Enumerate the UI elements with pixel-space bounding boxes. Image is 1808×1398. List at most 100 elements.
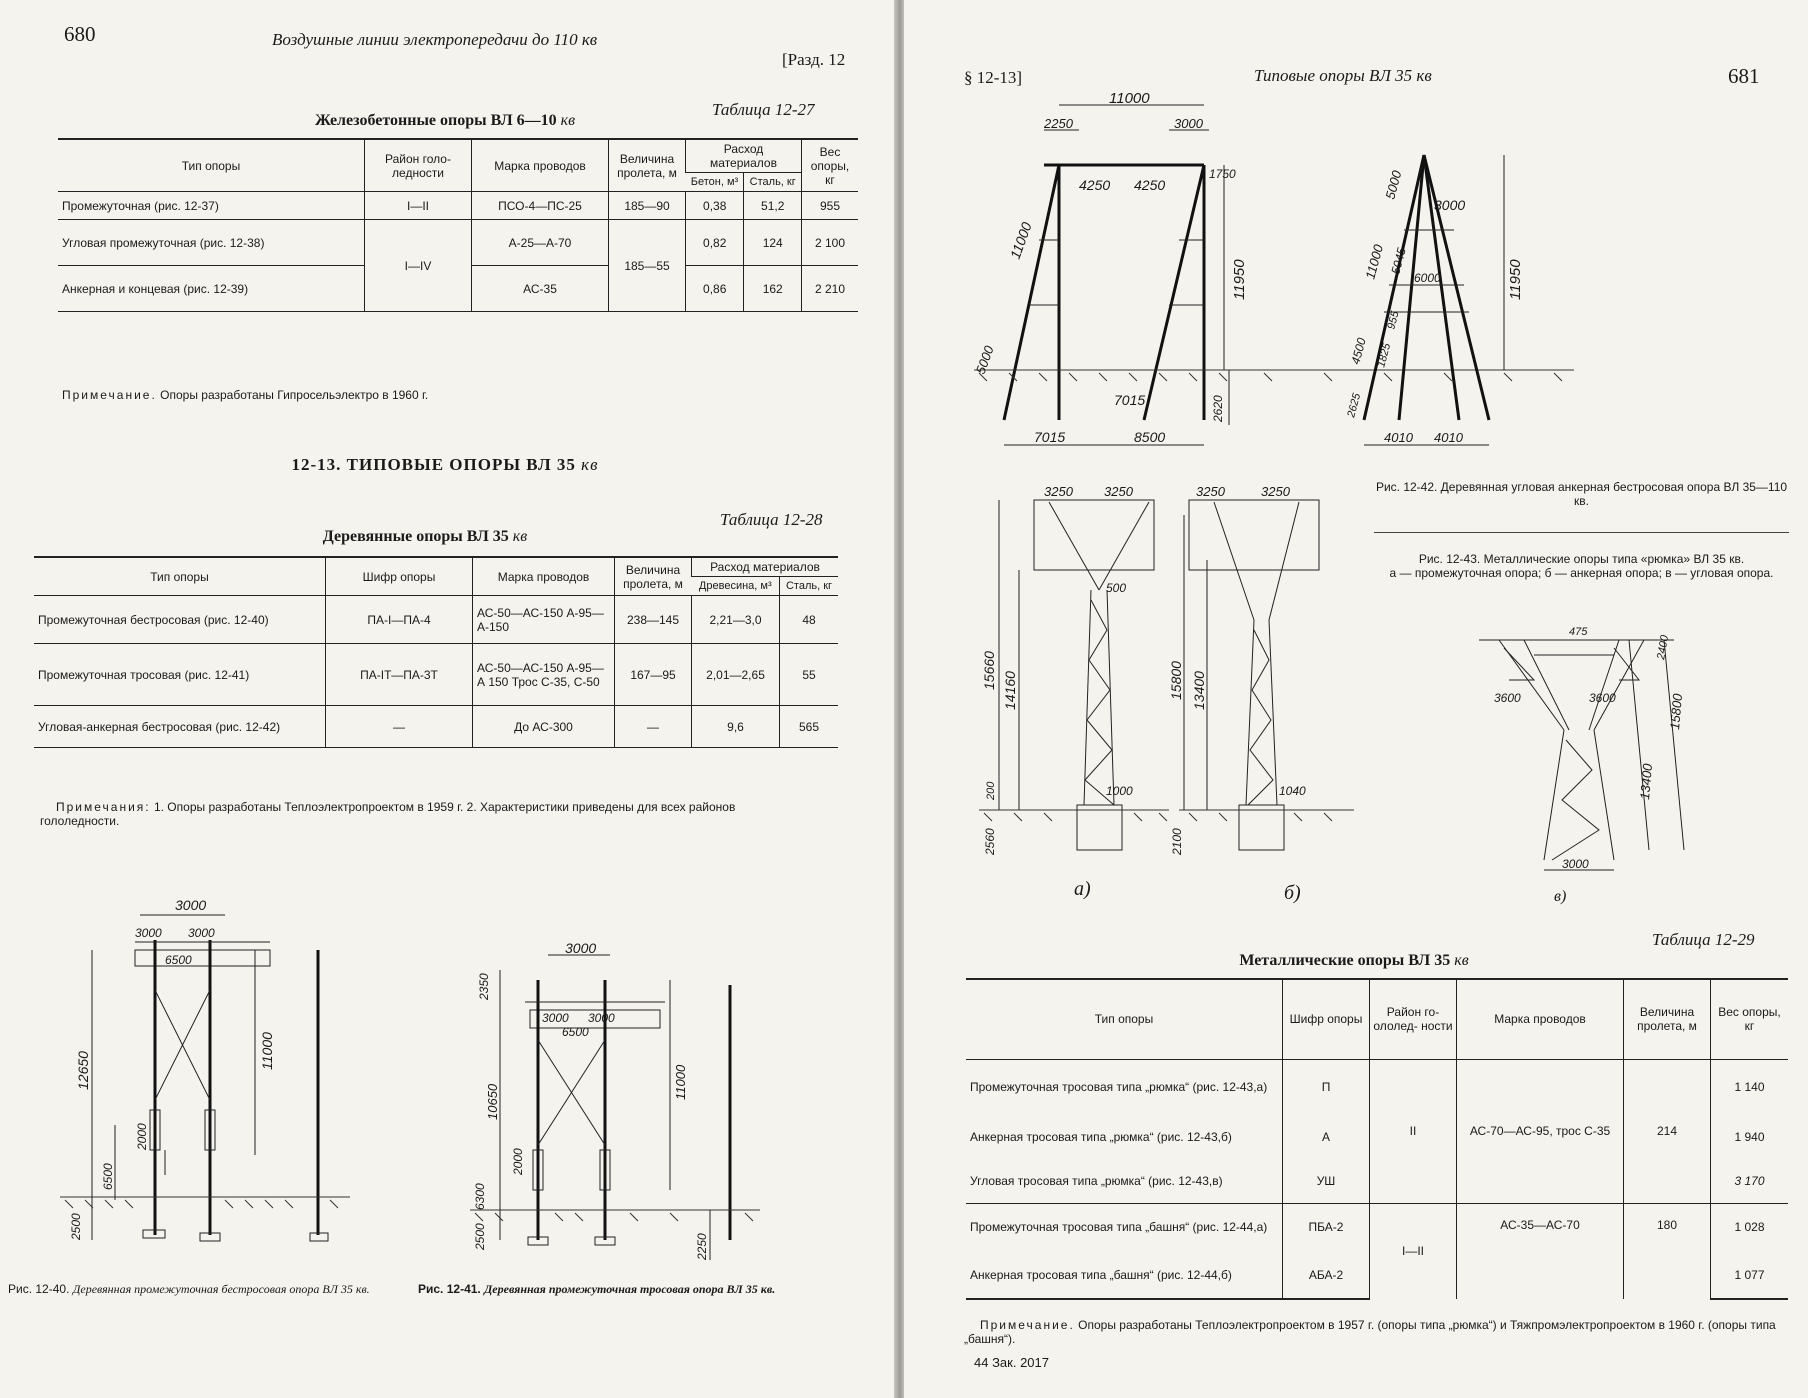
dim-label: 5000: [1382, 168, 1404, 201]
dim-label: 1000: [1106, 784, 1133, 798]
th-region: Район го-ололед- ности: [1369, 978, 1457, 1060]
dim-label: 12650: [75, 1051, 91, 1090]
dim-label: 14160: [1002, 671, 1018, 710]
dim-label: 5045: [1388, 246, 1409, 276]
figure-12-42-caption: Рис. 12-42. Деревянная угловая анкерная …: [1375, 480, 1788, 508]
page-footer: 44 Зак. 2017: [974, 1355, 1049, 1370]
table-row: Промежуточная (рис. 12-37) I—II ПСО-4—ПС…: [58, 191, 858, 220]
figure-12-40-caption: Рис. 12-40. Деревянная промежуточная бес…: [8, 1282, 370, 1296]
dim-label: 11000: [1109, 90, 1150, 107]
table-row: Угловая тросовая типа „рюмка“ (рис. 12-4…: [966, 1159, 1788, 1204]
dim-label: 475: [1569, 626, 1588, 638]
dim-label: 3000: [1434, 197, 1465, 213]
dim-label: 955: [1385, 309, 1402, 331]
dim-label: 1750: [1209, 167, 1236, 181]
dim-label: 13400: [1637, 762, 1655, 800]
tower-b-drawing: [1179, 499, 1354, 851]
figure-12-43-c-drawing: 475 2400 3600 3600 15800 13400 3000: [1479, 626, 1685, 871]
dim-label: 2400: [1655, 633, 1671, 661]
table-29: Тип опоры Шифр опоры Район го-ололед- но…: [966, 978, 1788, 1300]
th-consumption: Расход материалов: [685, 138, 802, 173]
dim-label: 4500: [1348, 336, 1369, 366]
th-steel: Сталь, кг: [779, 576, 838, 596]
dim-label: 7015: [1114, 392, 1145, 408]
table-27-title: Железобетонные опоры ВЛ 6—10 кв: [314, 112, 576, 129]
table-row: Анкерная тросовая типа „башня“ (рис. 12-…: [966, 1251, 1788, 1300]
dim-label: 3000: [188, 926, 215, 940]
dim-label: 2100: [1170, 828, 1184, 856]
table-27-label: Таблица 12-27: [712, 100, 815, 119]
pole-drawing: [974, 104, 1574, 446]
dim-label: 1040: [1279, 784, 1306, 798]
dim-label: 15800: [1667, 692, 1685, 730]
running-head-left: Воздушные линии электропередачи до 110 к…: [272, 30, 598, 49]
figure-12-42-drawing: 11000 2250 3000 4250 4250 1750 11000 119…: [973, 90, 1574, 446]
th-steel: Сталь, кг: [743, 172, 802, 192]
dim-label: 3250: [1196, 484, 1226, 499]
table-row: Промежуточная бестросовая (рис. 12-40) П…: [34, 595, 838, 644]
dim-label: 7015: [1034, 429, 1065, 445]
figure-12-43-caption: Рис. 12-43. Металлические опоры типа «рю…: [1389, 552, 1774, 580]
dim-label: 3000: [1562, 857, 1589, 871]
table-28-title: Деревянные опоры ВЛ 35 кв: [322, 528, 528, 545]
dim-label: 11950: [1231, 259, 1248, 300]
table-29-title: Металлические опоры ВЛ 35 кв: [1239, 952, 1469, 969]
dim-label: 2500: [473, 1223, 487, 1251]
table-28-note: Примечания: 1. Опоры разработаны Теплоэл…: [40, 800, 736, 828]
th-concrete: Бетон, м³: [685, 172, 744, 192]
tower-c-drawing: [1479, 639, 1685, 871]
dim-label: 15800: [1168, 661, 1184, 700]
dim-label: 2625: [1345, 391, 1363, 420]
dim-label: 3000: [542, 1011, 569, 1025]
dim-label: 6500: [165, 953, 192, 967]
pole-drawing: [470, 954, 760, 1260]
th-region: Район голо- ледности: [364, 138, 472, 192]
th-span: Величина пролета, м: [1623, 978, 1711, 1060]
figure-12-41-caption: Рис. 12-41. Деревянная промежуточная тро…: [418, 1282, 776, 1296]
figure-12-41-drawing: 3000 2350 3000 3000 6500 10650 11000 200…: [470, 940, 760, 1261]
left-page: 680 Воздушные линии электропередачи до 1…: [0, 0, 894, 1398]
dim-label: 500: [1106, 581, 1126, 595]
table-row: Анкерная и концевая (рис. 12-39) АС-35 0…: [58, 265, 858, 312]
th-type: Тип опоры: [966, 978, 1283, 1060]
figure-12-43-label-a: а): [1074, 878, 1091, 900]
th-type: Тип опоры: [34, 556, 326, 596]
figure-12-43-label-c: в): [1554, 888, 1567, 905]
dim-label: 4010: [1384, 430, 1414, 445]
dim-label: 2000: [511, 1148, 525, 1176]
dim-label: 2560: [983, 828, 997, 856]
table-row: Промежуточная тросовая типа „башня“ (рис…: [966, 1203, 1788, 1299]
dim-label: 3250: [1104, 484, 1134, 499]
dim-label: 11000: [1362, 242, 1386, 281]
th-wire: Марка проводов: [1456, 978, 1624, 1060]
dim-label: 6000: [1414, 271, 1441, 285]
th-consumption: Расход материалов: [691, 556, 838, 577]
figure-12-43-label-b: б): [1284, 882, 1301, 904]
table-row: Угловая-анкерная бестросовая (рис. 12-42…: [34, 705, 838, 748]
dim-label: 11950: [1507, 259, 1524, 300]
dim-label: 11000: [673, 1064, 688, 1100]
table-27-note: Примечание. Опоры разработаны Гипросельэ…: [62, 388, 429, 402]
dim-label: 4250: [1079, 177, 1110, 193]
dim-label: 200: [985, 781, 997, 801]
dim-label: 2250: [1043, 116, 1074, 131]
dim-label: 8500: [1134, 429, 1165, 445]
table-28: Тип опоры Шифр опоры Марка проводов Вели…: [34, 556, 838, 748]
dim-label: 15660: [981, 651, 997, 690]
dim-label: 3600: [1589, 691, 1616, 705]
page-number-left: 680: [64, 22, 96, 46]
dim-label: 4010: [1434, 430, 1464, 445]
dim-label: 2500: [69, 1213, 83, 1241]
th-span: Величина пролета, м: [608, 138, 686, 192]
dim-label: 3250: [1044, 484, 1074, 499]
pole-drawing: [60, 914, 350, 1242]
dim-label: 3000: [175, 897, 206, 913]
running-head-right: Типовые опоры ВЛ 35 кв: [1254, 66, 1432, 85]
dim-label: 3000: [588, 1011, 615, 1025]
section-ref-left: [Разд. 12: [782, 50, 846, 69]
dim-label: 11000: [1007, 220, 1035, 261]
dim-label: 6300: [473, 1183, 487, 1210]
dim-label: 2350: [477, 973, 491, 1001]
table-row: Промежуточная тросовая типа „рюмка“ (рис…: [966, 1059, 1788, 1204]
table-row: Анкерная тросовая типа „рюмка“ (рис. 12-…: [966, 1115, 1788, 1159]
